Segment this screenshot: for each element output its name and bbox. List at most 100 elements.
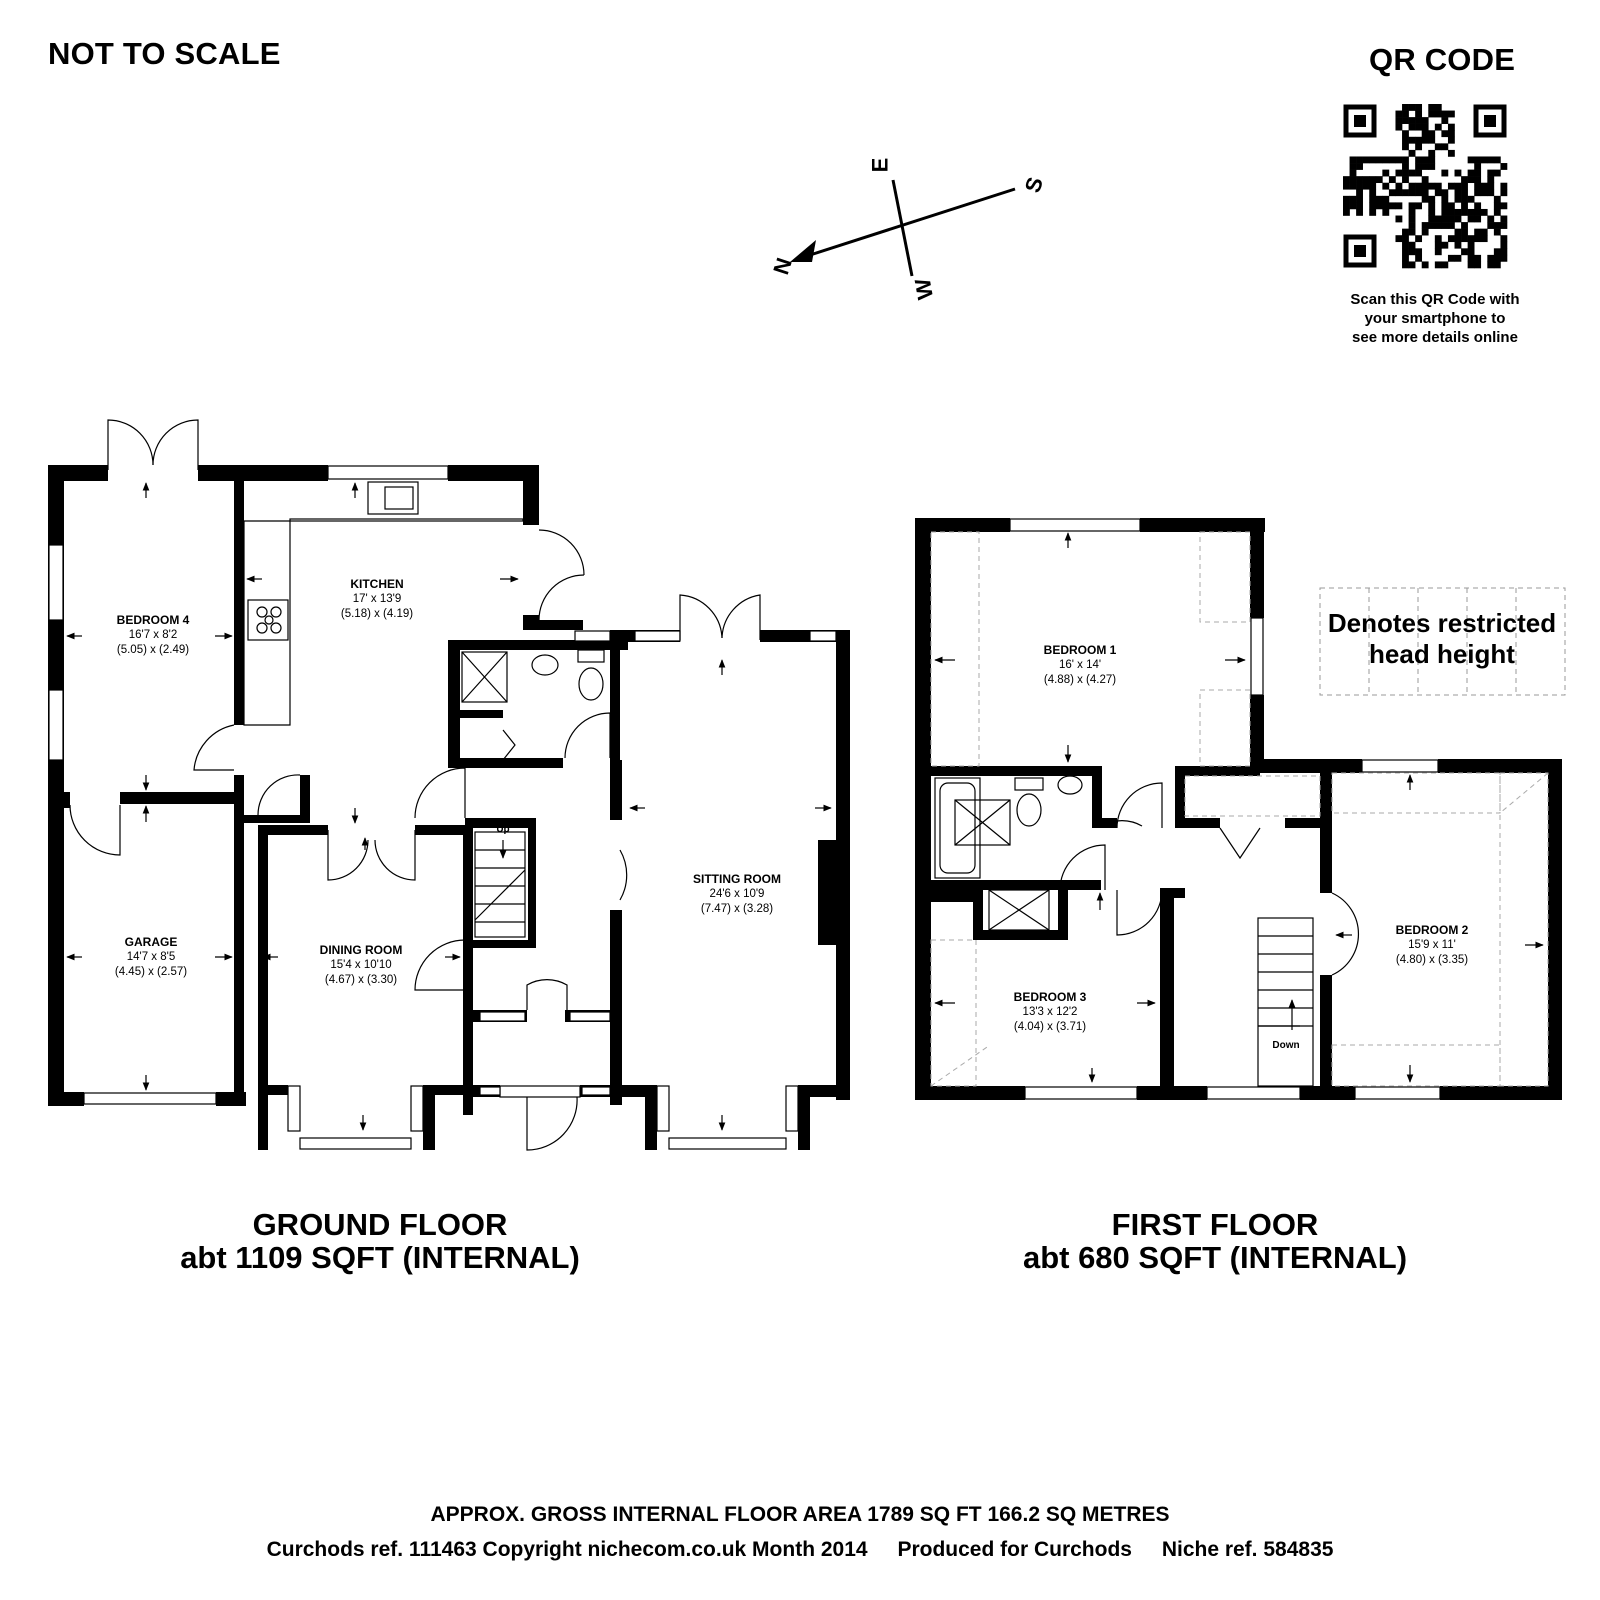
qr-module [1421, 117, 1429, 124]
qr-module [1402, 136, 1409, 144]
qr-module [1428, 136, 1436, 144]
qr-module [1408, 169, 1416, 177]
qr-module [1454, 195, 1462, 203]
qr-module [1382, 202, 1390, 210]
qr-module [1447, 136, 1455, 144]
qr-module [1415, 117, 1423, 124]
qr-module [1454, 235, 1462, 243]
qr-module [1349, 169, 1357, 177]
qr-module [1441, 143, 1449, 151]
qr-code-icon [1343, 104, 1508, 269]
room-size-imperial: 13'3 x 12'2 [1022, 1006, 1078, 1018]
ground-floor-doors [69, 419, 761, 1151]
qr-module [1362, 156, 1370, 164]
qr-module [1487, 215, 1495, 223]
qr-module [1500, 202, 1508, 210]
qr-module [1474, 215, 1482, 223]
qr-caption-line-2: your smartphone to [1364, 310, 1506, 327]
floor-name: GROUND FLOOR [252, 1207, 508, 1242]
room-size-metric: (4.88) x (4.27) [1043, 674, 1117, 686]
qr-module [1408, 261, 1416, 269]
qr-module [1480, 208, 1488, 216]
qr-module [1428, 182, 1436, 190]
qr-module [1402, 143, 1409, 151]
qr-module [1421, 123, 1429, 131]
qr-module [1487, 254, 1495, 262]
floor-area: abt 680 SQFT (INTERNAL) [1022, 1240, 1408, 1275]
qr-module [1447, 123, 1455, 131]
qr-module [1408, 189, 1416, 197]
qr-module [1493, 156, 1501, 164]
qr-module [1461, 228, 1468, 236]
qr-module [1454, 241, 1462, 249]
qr-module [1428, 156, 1436, 164]
qr-module [1408, 123, 1416, 131]
qr-module [1421, 136, 1429, 144]
qr-module [1447, 202, 1455, 210]
qr-module [1388, 202, 1396, 210]
basin-icon [1057, 775, 1083, 795]
qr-module [1408, 222, 1416, 229]
qr-module [1474, 235, 1482, 243]
qr-module [1467, 169, 1475, 177]
qr-module [1428, 215, 1436, 223]
qr-module [1441, 110, 1449, 118]
qr-module [1434, 182, 1442, 190]
wc-icon [1014, 777, 1044, 791]
qr-module [1461, 195, 1468, 203]
qr-module [1415, 110, 1423, 118]
qr-module [1480, 228, 1488, 236]
ground-floor-fixtures [243, 481, 605, 938]
qr-module [1402, 235, 1409, 243]
qr-module [1343, 195, 1350, 203]
gross-area-line: APPROX. GROSS INTERNAL FLOOR AREA 1789 S… [430, 1503, 1170, 1526]
qr-module [1461, 208, 1468, 216]
qr-module [1402, 176, 1409, 184]
qr-module [1441, 117, 1449, 124]
qr-module [1434, 104, 1442, 111]
first-floor-title: FIRST FLOOR abt 680 SQFT (INTERNAL) [1010, 1208, 1420, 1274]
room-name: DINING ROOM [319, 943, 403, 957]
qr-module [1349, 182, 1357, 190]
qr-module [1493, 169, 1501, 177]
qr-module [1428, 208, 1436, 216]
qr-module [1349, 202, 1357, 210]
qr-module [1421, 176, 1429, 184]
qr-module [1369, 156, 1377, 164]
qr-module [1408, 104, 1416, 111]
qr-module [1382, 182, 1390, 190]
qr-module [1415, 248, 1423, 256]
first-floor-doors [1059, 782, 1359, 976]
qr-module [1402, 117, 1409, 124]
qr-module [1434, 261, 1442, 269]
first-floor-dimension-arrows [934, 532, 1544, 1083]
qr-module [1467, 176, 1475, 184]
qr-module [1454, 208, 1462, 216]
qr-module [1408, 149, 1416, 157]
room-size-imperial: 16'7 x 8'2 [128, 629, 178, 641]
qr-module [1480, 182, 1488, 190]
qr-module [1408, 117, 1416, 124]
qr-module [1356, 202, 1363, 210]
qr-module [1402, 104, 1409, 111]
qr-caption: Scan this QR Code with your smartphone t… [1320, 290, 1550, 347]
qr-module [1428, 149, 1436, 157]
qr-module [1500, 163, 1508, 170]
qr-module [1474, 182, 1482, 190]
qr-module [1447, 235, 1455, 243]
qr-module [1461, 235, 1468, 243]
qr-module [1441, 169, 1449, 177]
qr-caption-line-1: Scan this QR Code with [1350, 291, 1520, 308]
room-label-bedroom-3: BEDROOM 3 13'3 x 12'2 (4.04) x (3.71) [960, 990, 1140, 1035]
shower-tray-icon [988, 889, 1050, 931]
qr-caption-line-3: see more details online [1352, 329, 1518, 346]
room-label-bedroom-1: BEDROOM 1 16' x 14' (4.88) x (4.27) [990, 643, 1170, 688]
qr-module [1461, 182, 1468, 190]
qr-module [1402, 169, 1409, 177]
qr-module [1395, 202, 1403, 210]
qr-module [1474, 169, 1482, 177]
qr-module [1441, 189, 1449, 197]
shower-tray-icon [461, 651, 508, 703]
room-size-imperial: 17' x 13'9 [352, 593, 402, 605]
qr-module [1356, 182, 1363, 190]
